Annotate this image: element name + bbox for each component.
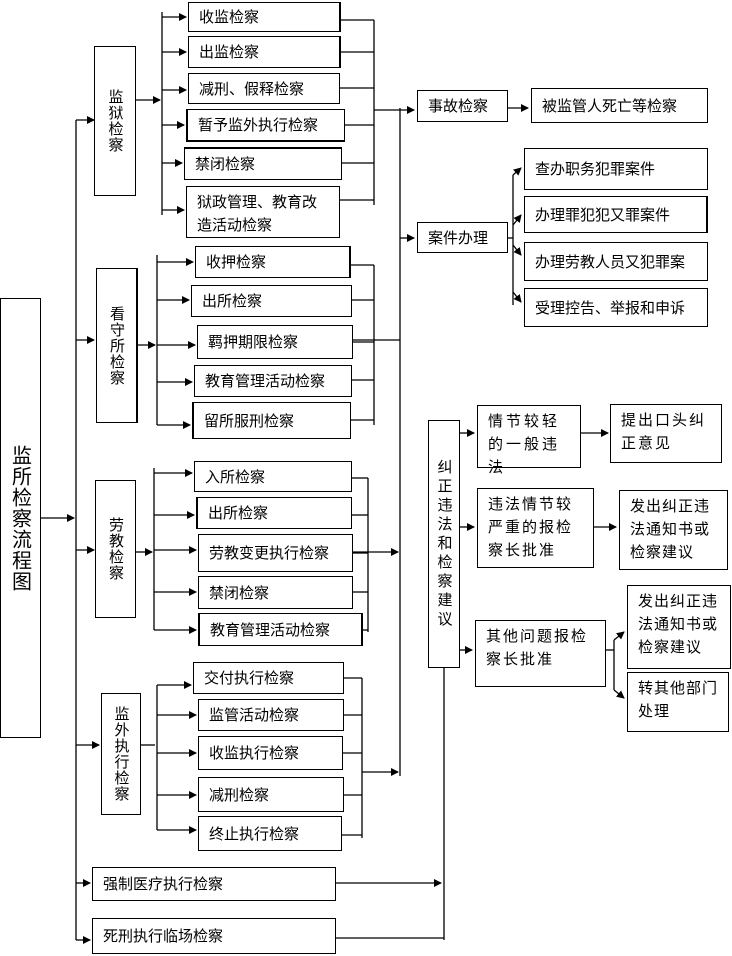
- labor-label: 劳教检察: [107, 517, 125, 581]
- incident-result-box: 被监管人死亡等检察: [531, 88, 708, 123]
- other-result-2-box: 转其他部门处理: [627, 672, 729, 732]
- serious-result-box: 发出纠正违法通知书或检察建议: [619, 490, 728, 570]
- labor-item: 禁闭检察: [198, 576, 353, 609]
- correction-label: 纠正违法和检察建议: [435, 458, 454, 630]
- labor-item: 教育管理活动检察: [198, 613, 363, 646]
- correction-box: 纠正违法和检察建议: [428, 420, 460, 668]
- minor-result-box: 提出口头纠正意见: [610, 404, 722, 463]
- labor-box: 劳教检察: [95, 480, 136, 618]
- detention-item: 羁押期限检察: [197, 325, 353, 359]
- prison-item: 收监检察: [188, 2, 341, 32]
- detention-item: 留所服刑检察: [192, 402, 351, 439]
- prison-item: 狱政管理、教育改造活动检察: [186, 186, 340, 238]
- labor-item: 入所检察: [194, 461, 352, 492]
- detention-item: 教育管理活动检察: [194, 365, 352, 397]
- prison-item: 减刑、假释检察: [188, 73, 340, 104]
- outside-item: 收监执行检察: [198, 736, 343, 770]
- labor-item: 劳教变更执行检察: [198, 534, 353, 572]
- medical-box: 强制医疗执行检察: [92, 867, 336, 901]
- cases-item: 办理劳教人员又犯罪案: [524, 242, 708, 281]
- prison-item: 暂予监外执行检察: [186, 109, 345, 142]
- cases-item: 办理罪犯犯又罪案件: [524, 196, 708, 233]
- cases-item: 查办职务犯罪案件: [524, 148, 708, 190]
- prison-item: 出监检察: [188, 36, 341, 68]
- prison-item: 禁闭检察: [184, 147, 342, 180]
- cases-box: 案件办理: [417, 222, 508, 253]
- cases-item: 受理控告、举报和申诉: [524, 288, 708, 327]
- detention-item: 出所检察: [191, 285, 352, 317]
- outside-label: 监外执行检察: [112, 706, 131, 802]
- other-result-1-box: 发出纠正违法通知书或检察建议: [627, 585, 731, 669]
- outside-item: 终止执行检察: [198, 816, 342, 851]
- outside-item: 减刑检察: [198, 777, 344, 812]
- root-label: 监所检察流程图: [8, 444, 33, 592]
- outside-box: 监外执行检察: [101, 693, 141, 815]
- outside-item: 监管活动检察: [198, 699, 344, 731]
- serious-box: 违法情节较严重的报检察长批准: [477, 488, 594, 568]
- labor-item: 出所检察: [196, 497, 352, 529]
- incident-box: 事故检察: [417, 90, 508, 122]
- other-box: 其他问题报检察长批准: [475, 620, 606, 687]
- outside-item: 交付执行检察: [193, 662, 344, 694]
- death-box: 死刑执行临场检察: [92, 918, 336, 954]
- minor-box: 情节较轻的一般违法: [477, 405, 581, 476]
- prison-box: 监狱检察: [94, 46, 136, 196]
- detention-item: 收押检察: [195, 246, 351, 278]
- detention-box: 看守所检察: [96, 268, 138, 423]
- root-box: 监所检察流程图: [0, 298, 41, 738]
- detention-label: 看守所检察: [108, 305, 126, 386]
- prison-label: 监狱检察: [106, 89, 125, 153]
